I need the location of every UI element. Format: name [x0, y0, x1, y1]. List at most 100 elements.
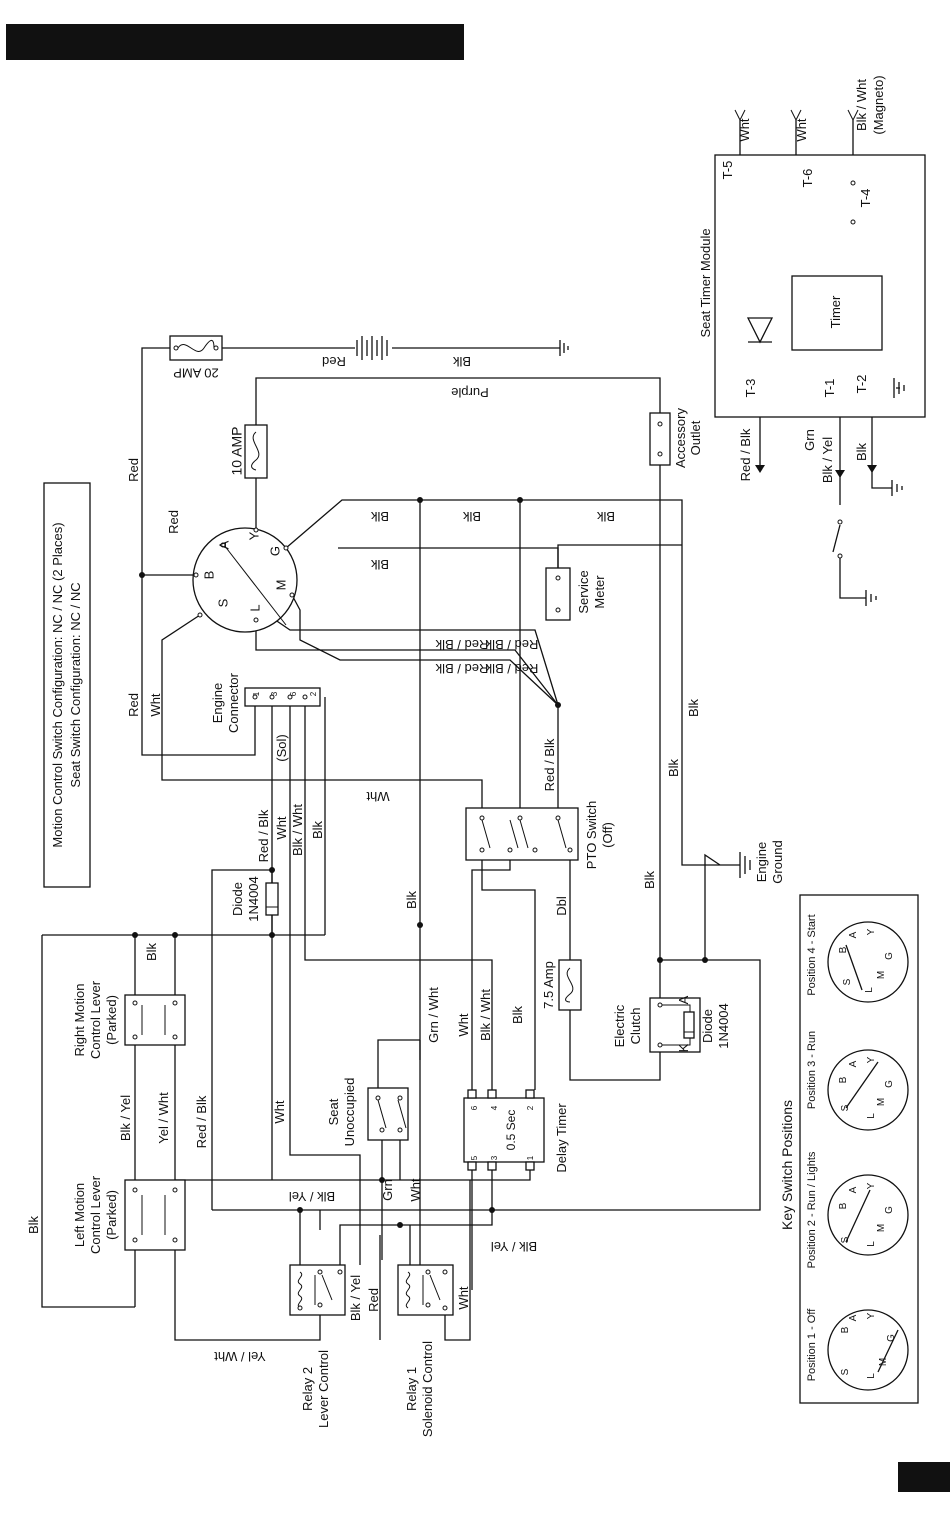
- wire-label-blk-far-left: Blk: [26, 1215, 41, 1234]
- p3-letter-b: B: [838, 1076, 849, 1083]
- p2-letter-g: G: [884, 1206, 895, 1214]
- wire-label-wht-left: Wht: [148, 693, 163, 717]
- p2-letter-m: M: [876, 1224, 887, 1232]
- wire-labels: Red Blk Purple Red Red Blk Blk Blk Blk R…: [26, 75, 886, 1364]
- wire-label-blk-yel-relay: Blk / Yel: [348, 1275, 363, 1321]
- key-switch-positions-panel: Key Switch Positions Position 1 - Off Po…: [779, 894, 919, 1404]
- p1-letter-a: A: [848, 1314, 859, 1321]
- connector-pin-1: 1: [252, 691, 261, 696]
- wire-label-blk-wht-conn: Blk / Wht: [290, 804, 305, 856]
- left-lever-label-2: Control Lever: [88, 1175, 103, 1254]
- wire-network: [41, 120, 905, 1341]
- engine-connector-label-2: Connector: [226, 672, 241, 733]
- diode1-label-1: Diode: [230, 882, 245, 916]
- wire-label-red-battery: Red: [322, 354, 346, 369]
- right-lever-switch: Right Motion Control Lever (Parked): [72, 980, 186, 1059]
- right-lever-label-3: (Parked): [104, 995, 119, 1045]
- wire-label-red-blk-2: Red / Blk: [485, 637, 538, 652]
- clutch-label-1: Electric: [612, 1004, 627, 1047]
- wire-label-blk-yel-lever: Blk / Yel: [118, 1095, 133, 1141]
- wire-label-red-blk-lever: Red / Blk: [194, 1095, 209, 1148]
- engine-ground: Engine Ground: [739, 840, 785, 884]
- wire-label-red-blk-3: Red / Blk: [435, 661, 488, 676]
- key-position-1-dial: [827, 1309, 909, 1391]
- key-terminal-l: L: [247, 604, 262, 611]
- terminal-t1: T-1: [822, 379, 837, 398]
- fuse-10-label: 10 AMP: [229, 426, 245, 475]
- p2-letter-y: Y: [866, 1182, 877, 1189]
- wire-label-red-blk-4: Red / Blk: [485, 661, 538, 676]
- seat-label-1: Seat: [326, 1098, 341, 1125]
- engine-connector-label-1: Engine: [210, 683, 225, 723]
- wire-label-red-blk-pto: Red / Blk: [542, 738, 557, 791]
- wire-label-red-blk-t3: Red / Blk: [738, 428, 753, 481]
- wire-label-wht-relay1: Wht: [456, 1286, 471, 1310]
- delay-timer: 6 4 2 5 3 1 0.5 Sec Delay Timer: [463, 1089, 569, 1173]
- header-bar: [6, 24, 464, 60]
- wire-label-wht-t6: Wht: [794, 118, 809, 142]
- fuse-10-amp: 10 AMP: [229, 424, 268, 479]
- p3-letter-a: A: [848, 1060, 859, 1067]
- terminal-t2: T-2: [854, 375, 869, 394]
- terminal-t3: T-3: [743, 379, 758, 398]
- timer-pin-1: 1: [526, 1155, 535, 1160]
- service-meter-label-1: Service: [576, 570, 591, 613]
- wire-label-blk-battery: Blk: [452, 354, 471, 369]
- engine-ground-label-1: Engine: [754, 842, 769, 882]
- accessory-label-2: Outlet: [688, 420, 703, 455]
- service-meter: Service Meter: [545, 567, 607, 621]
- right-lever-label-2: Control Lever: [88, 980, 103, 1059]
- wire-label-wht-seat: Wht: [408, 1178, 423, 1202]
- wire-label-blk-wht-magneto-1: Blk / Wht: [854, 79, 869, 131]
- clutch-pin-k: K: [676, 1043, 691, 1052]
- pto-switch: PTO Switch (Off): [465, 801, 615, 869]
- key-terminal-b: B: [201, 571, 216, 580]
- p4-letter-y: Y: [866, 928, 877, 935]
- p1-letter-y: Y: [866, 1312, 877, 1319]
- relay2-label-2: Lever Control: [316, 1350, 331, 1428]
- left-lever-label-1: Left Motion: [72, 1183, 87, 1247]
- p4-letter-a: A: [848, 931, 859, 938]
- p4-letter-l: L: [864, 987, 875, 993]
- wire-label-blk-yel-bottom: Blk / Yel: [491, 1239, 537, 1254]
- relay2-label-1: Relay 2: [300, 1367, 315, 1411]
- wire-label-blk-conn: Blk: [310, 820, 325, 839]
- wire-label-wht-relay: Wht: [272, 1100, 287, 1124]
- p4-letter-g: G: [884, 952, 895, 960]
- p1-letter-m: M: [878, 1358, 889, 1366]
- p4-letter-m: M: [876, 971, 887, 979]
- diode-1: Diode 1N4004: [230, 876, 279, 922]
- wire-label-dbl: Dbl: [554, 896, 569, 916]
- key-position-4-dial: [827, 921, 909, 1003]
- wire-label-wht-conn: Wht: [274, 816, 289, 840]
- timer-pin-6: 6: [470, 1105, 479, 1110]
- diode2-label-2: 1N4004: [716, 1003, 731, 1049]
- key-terminal-a: A: [216, 540, 231, 549]
- mini-dial-letters: S B A Y G M L S B A Y G M L S B A Y G M …: [838, 928, 897, 1378]
- clutch-label-2: Clutch: [628, 1008, 643, 1045]
- terminal-t5: T-5: [720, 161, 735, 180]
- relay1-label-2: Solenoid Control: [420, 1341, 435, 1437]
- timer-pin-3: 3: [490, 1155, 499, 1160]
- battery-symbol: [356, 336, 388, 360]
- engine-connector: 1 3 6 2 Engine Connector (Sol): [210, 672, 321, 762]
- relay1-label-1: Relay 1: [404, 1367, 419, 1411]
- wire-label-blk-right-2: Blk: [666, 758, 681, 777]
- service-meter-label-2: Meter: [592, 575, 607, 609]
- wire-label-blk-yel-t1: Blk / Yel: [820, 437, 835, 483]
- timer-pin-4: 4: [490, 1105, 499, 1110]
- wire-label-wht-timer: Wht: [456, 1013, 471, 1037]
- p3-letter-m: M: [876, 1098, 887, 1106]
- terminal-t4: T-4: [858, 189, 873, 208]
- key-position-3-dial: [827, 1049, 909, 1131]
- motion-config-note: Motion Control Switch Configuration: NC …: [50, 522, 65, 847]
- p1-letter-g: G: [886, 1334, 897, 1342]
- position-4-label: Position 4 - Start: [806, 914, 818, 995]
- wire-label-yel-wht-bottom: Yel / Wht: [214, 1349, 266, 1364]
- right-lever-label-1: Right Motion: [72, 984, 87, 1057]
- p2-letter-b: B: [838, 1202, 849, 1209]
- diode1-label-2: 1N4004: [246, 876, 261, 922]
- wire-label-wht-t5: Wht: [737, 118, 752, 142]
- accessory-outlet: Accessory Outlet: [649, 408, 703, 468]
